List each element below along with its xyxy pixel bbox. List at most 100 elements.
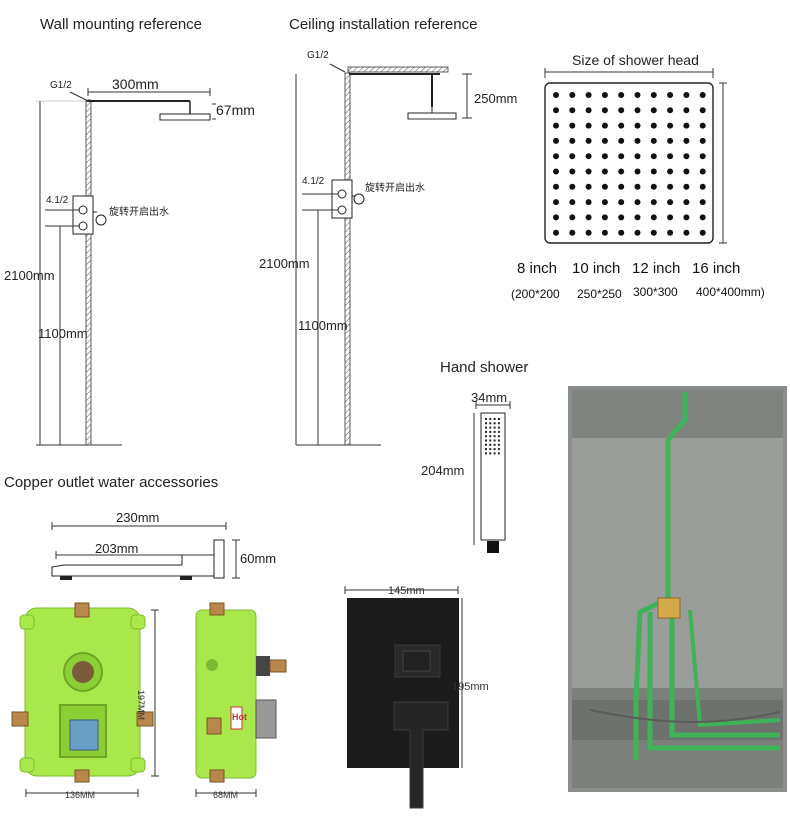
nozzle-dot — [650, 168, 657, 175]
hand-nozzle-dot — [497, 430, 500, 433]
hand-nozzle-dot — [497, 435, 500, 438]
nozzle-dot — [683, 122, 690, 129]
nozzle-dot — [683, 183, 690, 190]
hand-nozzle-dot — [485, 435, 487, 438]
hand-shower-width: 34mm — [471, 390, 508, 405]
nozzle-dot — [618, 153, 625, 160]
box-depth-dimension: 68MM — [213, 790, 239, 800]
nozzle-dot — [569, 153, 576, 160]
head-size-10-inch: 10 inch — [572, 260, 621, 277]
nozzle-dot — [667, 107, 674, 114]
nozzle-dot — [667, 153, 674, 160]
ceiling-valve-label: 4.1/2 — [302, 176, 325, 187]
nozzle-dot — [699, 137, 706, 144]
nozzle-dot — [553, 107, 559, 114]
plate-width-dimension: 145mm — [388, 585, 425, 597]
hand-nozzle-dot — [489, 426, 492, 429]
hand-nozzle-dot — [485, 443, 487, 446]
nozzle-grid — [553, 92, 706, 236]
ceiling-mount-diagram — [295, 63, 472, 446]
nozzle-dot — [618, 199, 625, 206]
ceiling-g-label: G1/2 — [307, 50, 329, 61]
nozzle-dot — [634, 214, 641, 221]
nozzle-dot — [585, 107, 592, 114]
nozzle-dot — [667, 137, 674, 144]
hand-nozzle-dot — [493, 418, 496, 420]
nozzle-dot — [650, 137, 657, 144]
hand-nozzle-dot — [489, 422, 492, 425]
hand-nozzle-dot — [485, 426, 487, 429]
nozzle-dot — [601, 214, 608, 221]
nozzle-dot — [553, 122, 559, 129]
hand-nozzle-dot — [497, 452, 500, 455]
nozzle-dot — [569, 229, 576, 236]
nozzle-dot — [553, 183, 559, 190]
nozzle-dot — [683, 214, 690, 221]
nozzle-dot — [569, 107, 576, 114]
wall-mount-diagram — [36, 88, 216, 446]
hand-nozzle-dot — [485, 452, 487, 455]
nozzle-dot — [601, 229, 608, 236]
nozzle-dot — [650, 92, 657, 98]
nozzle-dot — [634, 199, 641, 206]
hand-nozzle-dot — [493, 422, 496, 425]
wall-g-label: G1/2 — [50, 80, 72, 91]
nozzle-dot — [667, 168, 674, 175]
spout-diagram — [51, 522, 240, 580]
nozzle-dot — [569, 122, 576, 129]
ceiling-valve-height: 1100mm — [298, 318, 348, 333]
hand-nozzle-grid — [485, 418, 500, 455]
nozzle-dot — [569, 183, 576, 190]
nozzle-dot — [618, 122, 625, 129]
wall-valve-height: 1100mm — [38, 326, 88, 341]
nozzle-dot — [683, 168, 690, 175]
spout-title: Copper outlet water accessories — [4, 474, 219, 491]
nozzle-dot — [699, 107, 706, 114]
box-width-dimension: 136MM — [65, 790, 96, 800]
nozzle-dot — [618, 168, 625, 175]
box-brand-label: Hot — [232, 712, 247, 722]
nozzle-dot — [569, 168, 576, 175]
nozzle-dot — [553, 168, 559, 175]
wall-mount-title: Wall mounting reference — [40, 16, 203, 33]
nozzle-dot — [601, 168, 608, 175]
nozzle-dot — [601, 153, 608, 160]
nozzle-dot — [683, 229, 690, 236]
hand-shower-diagram — [473, 401, 511, 553]
hand-nozzle-dot — [497, 443, 500, 446]
valve-box-front — [11, 602, 159, 797]
nozzle-dot — [667, 229, 674, 236]
nozzle-dot — [585, 137, 592, 144]
hand-nozzle-dot — [497, 422, 500, 425]
hand-nozzle-dot — [493, 439, 496, 442]
nozzle-dot — [585, 183, 592, 190]
nozzle-dot — [585, 229, 592, 236]
nozzle-dot — [634, 153, 641, 160]
nozzle-dot — [699, 153, 706, 160]
hand-shower-title: Hand shower — [440, 359, 529, 376]
box-height-dimension: 197MM — [136, 690, 146, 721]
nozzle-dot — [699, 122, 706, 129]
wall-arm-dimension: 300mm — [112, 76, 159, 92]
nozzle-dot — [618, 214, 625, 221]
nozzle-dot — [553, 153, 559, 160]
hand-nozzle-dot — [493, 448, 496, 451]
hand-nozzle-dot — [497, 448, 500, 451]
nozzle-dot — [618, 107, 625, 114]
nozzle-dot — [650, 199, 657, 206]
nozzle-dot — [699, 168, 706, 175]
trim-plate — [344, 586, 463, 809]
hand-nozzle-dot — [489, 443, 492, 446]
hand-nozzle-dot — [493, 430, 496, 433]
ceiling-mount-title: Ceiling installation reference — [289, 16, 478, 33]
hand-nozzle-dot — [485, 439, 487, 442]
spout-total-length: 230mm — [116, 510, 160, 525]
nozzle-dot — [553, 199, 559, 206]
head-size-16-inch: 16 inch — [692, 260, 741, 277]
nozzle-dot — [553, 137, 559, 144]
nozzle-dot — [553, 214, 559, 221]
nozzle-dot — [601, 122, 608, 129]
nozzle-dot — [683, 107, 690, 114]
hand-nozzle-dot — [497, 418, 500, 420]
